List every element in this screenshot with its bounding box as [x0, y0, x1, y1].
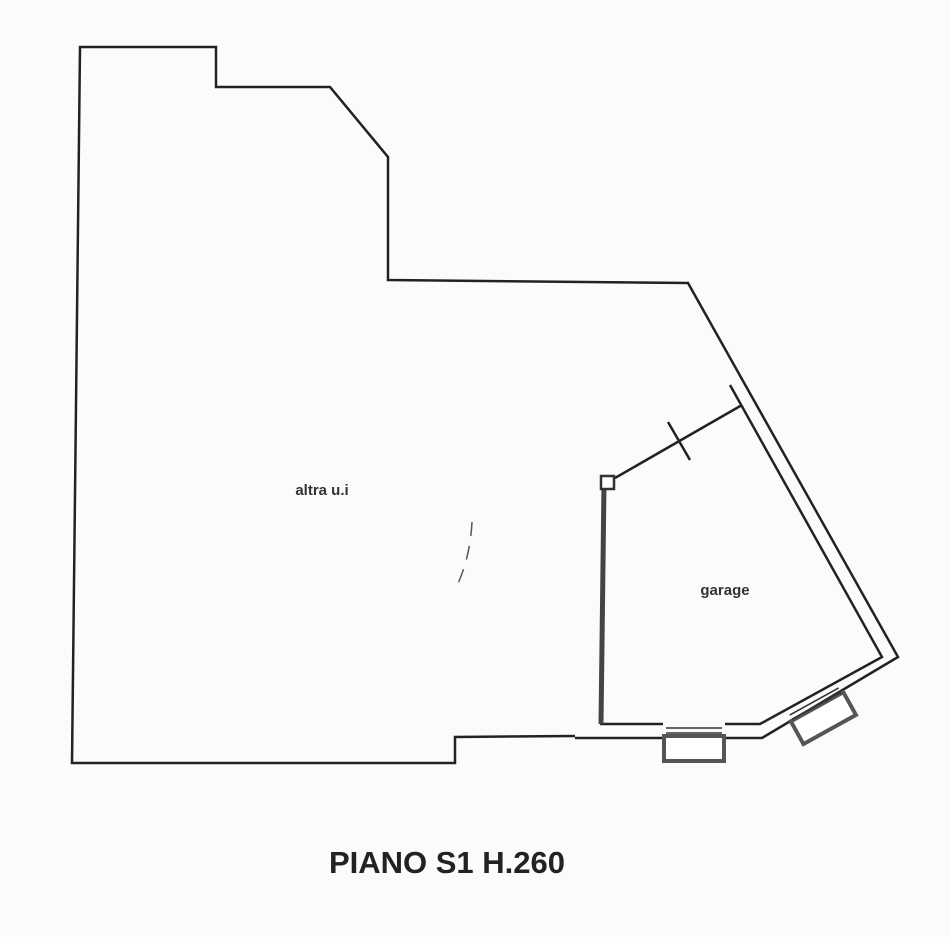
column	[599, 474, 616, 491]
dashed-arc	[454, 521, 473, 591]
inner-garage-wall	[725, 384, 884, 726]
door-tick	[666, 421, 692, 461]
garage-left-wall	[598, 483, 607, 725]
room-label-garage: garage	[700, 582, 749, 599]
window-bottom	[662, 727, 726, 763]
room-label-altra: altra u.i	[295, 482, 348, 499]
outer-wall	[70, 45, 900, 765]
plan-title: PIANO S1 H.260	[329, 845, 565, 880]
window-diagonal	[788, 687, 859, 747]
